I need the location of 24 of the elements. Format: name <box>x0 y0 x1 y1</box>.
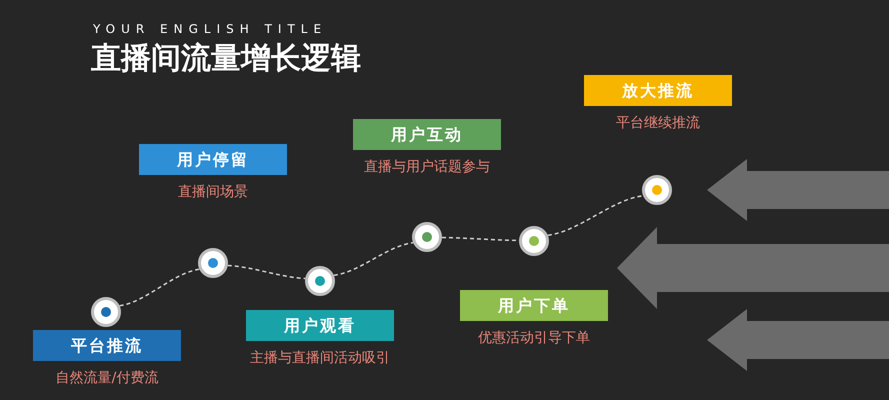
subtitle: YOUR ENGLISH TITLE <box>93 22 328 36</box>
timeline-dot <box>91 297 121 327</box>
timeline-dot <box>305 266 335 296</box>
dashed-connector <box>334 242 414 276</box>
card-heading: 平台推流 <box>33 330 181 361</box>
dashed-connector <box>119 268 200 306</box>
timeline-dot <box>642 175 672 205</box>
card-text: 主播与直播间活动吸引 <box>250 349 390 368</box>
card-text: 优惠活动引导下单 <box>477 329 591 348</box>
card-text: 直播间场景 <box>177 183 249 202</box>
card-heading: 用户互动 <box>353 119 501 150</box>
card-heading: 用户下单 <box>460 290 608 321</box>
title: 直播间流量增长逻辑 <box>91 40 361 78</box>
timeline-dot <box>412 222 442 252</box>
timeline-dot <box>198 248 228 278</box>
card-heading: 放大推流 <box>584 75 732 106</box>
card-text: 直播与用户话题参与 <box>363 158 491 177</box>
dashed-connector <box>228 264 306 280</box>
card-heading: 用户观看 <box>246 310 394 341</box>
card-text: 自然流量/付费流 <box>54 369 160 388</box>
card-text: 平台继续推流 <box>615 114 701 133</box>
timeline-dot <box>519 226 549 256</box>
dashed-connector <box>548 195 644 236</box>
card-heading: 用户停留 <box>139 144 287 175</box>
